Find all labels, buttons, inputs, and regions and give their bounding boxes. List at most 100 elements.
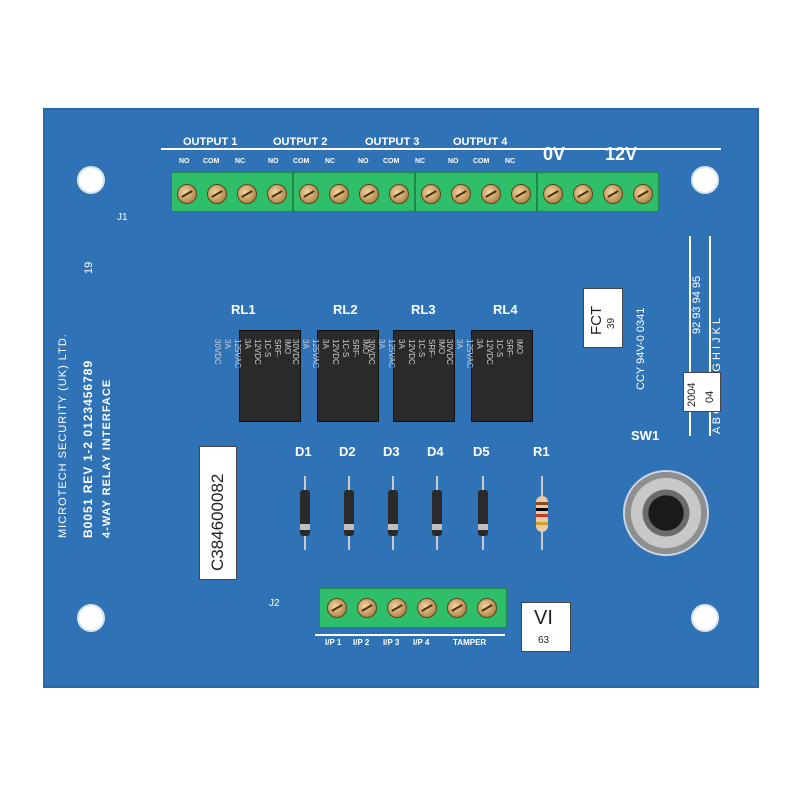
j1-label: J1	[117, 212, 128, 223]
input-2-label: I/P 2	[353, 638, 370, 647]
nc-label: NC	[505, 158, 516, 165]
relay-marking: IMO SRF-1C-S 12VDC 3A 125VAC 3A 30VDC	[445, 339, 524, 369]
terminal-screw	[329, 184, 349, 204]
terminal-screw	[417, 598, 437, 618]
terminal-screw	[573, 184, 593, 204]
date-code-year: 2004	[686, 382, 698, 407]
resistor-r1	[536, 496, 548, 532]
relay-label: RL3	[411, 302, 436, 317]
date-code-sticker: 2004 04	[683, 372, 721, 412]
terminal-screw	[421, 184, 441, 204]
terminal-screw	[237, 184, 257, 204]
output-4-label: OUTPUT 4	[453, 136, 508, 148]
terminal-screw	[511, 184, 531, 204]
terminal-screw	[481, 184, 501, 204]
serial-sticker-text: C384600082	[208, 473, 227, 571]
label-divider	[315, 634, 505, 636]
terminal-screw	[477, 598, 497, 618]
fct-sticker: FCT 39	[583, 288, 623, 348]
terminal-screw	[603, 184, 623, 204]
relay-marking: IMO SRF-1C-S 12VDC 3A 125VAC 3A 30VDC	[291, 339, 370, 369]
relay-rl1: IMO SRF-1C-S 12VDC 3A 125VAC 3A 30VDC	[213, 330, 301, 422]
no-label: NO	[268, 158, 279, 165]
nc-label: NC	[325, 158, 336, 165]
nc-label: NC	[415, 158, 426, 165]
mounting-hole	[691, 166, 719, 194]
terminal-screw	[299, 184, 319, 204]
terminal-screw	[357, 598, 377, 618]
terminal-screw	[207, 184, 227, 204]
diode-d4	[432, 490, 442, 536]
date-grid-border	[709, 236, 711, 436]
vi-sticker-text: VI	[534, 607, 553, 629]
terminal-screw	[633, 184, 653, 204]
fct-sticker-number: 39	[606, 317, 617, 329]
no-label: NO	[179, 158, 190, 165]
resistor-label: R1	[533, 444, 550, 459]
terminal-screw	[327, 598, 347, 618]
twelve-v-label: 12V	[605, 144, 638, 164]
terminal-screw	[177, 184, 197, 204]
input-3-label: I/P 3	[383, 638, 400, 647]
mounting-hole	[77, 166, 105, 194]
terminal-screw	[447, 598, 467, 618]
date-grid-border	[689, 236, 691, 436]
terminal-screw	[451, 184, 471, 204]
year-mark-text: 19	[83, 261, 95, 274]
ccy-marking: CCY 94V-0 0341	[635, 307, 647, 390]
relay-rl3: IMO SRF-1C-S 12VDC 3A 125VAC 3A 30VDC	[367, 330, 455, 422]
diode-label: D1	[295, 444, 312, 459]
board-revision-text: B0051 REV 1-2 0123456789	[81, 359, 95, 538]
switch-label: SW1	[631, 428, 660, 443]
output-2-label: OUTPUT 2	[273, 136, 328, 148]
date-code-week: 04	[704, 390, 716, 403]
vi-sticker-number: 63	[538, 635, 550, 646]
relay-rl4: IMO SRF-1C-S 12VDC 3A 125VAC 3A 30VDC	[445, 330, 533, 422]
tamper-label: TAMPER	[453, 638, 487, 647]
input-1-label: I/P 1	[325, 638, 342, 647]
output-3-label: OUTPUT 3	[365, 136, 420, 148]
output-1-label: OUTPUT 1	[183, 136, 238, 148]
nc-label: NC	[235, 158, 246, 165]
manufacturer-text: MICROTECH SECURITY (UK) LTD.	[57, 333, 69, 538]
relay-marking: IMO SRF-1C-S 12VDC 3A 125VAC 3A 30VDC	[213, 339, 292, 369]
no-label: NO	[448, 158, 459, 165]
no-label: NO	[358, 158, 369, 165]
com-label: COM	[293, 158, 310, 165]
relay-marking: IMO SRF-1C-S 12VDC 3A 125VAC 3A 30VDC	[367, 339, 446, 369]
mounting-hole	[691, 604, 719, 632]
terminal-screw	[359, 184, 379, 204]
tamper-switch	[623, 470, 709, 556]
fct-sticker-text: FCT	[588, 305, 605, 335]
diode-label: D3	[383, 444, 400, 459]
pcb-board: OUTPUT 1 OUTPUT 2 OUTPUT 3 OUTPUT 4 0V 1…	[43, 108, 759, 688]
relay-rl2: IMO SRF-1C-S 12VDC 3A 125VAC 3A 30VDC	[291, 330, 379, 422]
com-label: COM	[383, 158, 400, 165]
board-name-text: 4-WAY RELAY INTERFACE	[101, 378, 113, 538]
diode-label: D4	[427, 444, 444, 459]
serial-sticker: C384600082	[199, 446, 237, 580]
diode-d2	[344, 490, 354, 536]
diode-d5	[478, 490, 488, 536]
diode-d3	[388, 490, 398, 536]
zero-v-label: 0V	[543, 144, 566, 164]
com-label: COM	[473, 158, 490, 165]
terminal-screw	[387, 598, 407, 618]
mounting-hole	[77, 604, 105, 632]
terminal-screw	[543, 184, 563, 204]
date-grid-years: 92 93 94 95	[691, 275, 703, 334]
relay-label: RL4	[493, 302, 518, 317]
diode-label: D5	[473, 444, 490, 459]
vi-sticker: VI 63	[521, 602, 571, 652]
diode-d1	[300, 490, 310, 536]
terminal-block-inputs	[319, 588, 507, 628]
relay-label: RL2	[333, 302, 358, 317]
diode-label: D2	[339, 444, 356, 459]
relay-label: RL1	[231, 302, 256, 317]
com-label: COM	[203, 158, 220, 165]
j2-label: J2	[269, 598, 280, 609]
input-4-label: I/P 4	[413, 638, 430, 647]
label-divider	[161, 148, 721, 150]
terminal-screw	[389, 184, 409, 204]
terminal-screw	[267, 184, 287, 204]
